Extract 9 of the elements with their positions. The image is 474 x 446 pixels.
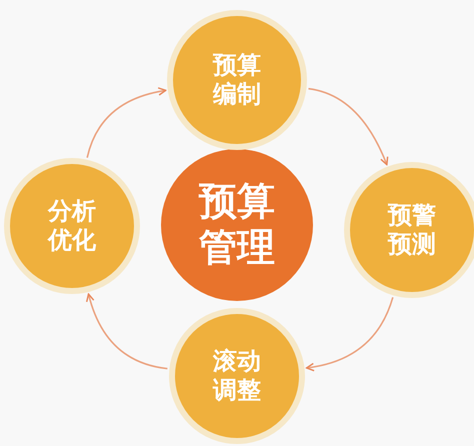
arrow	[86, 87, 166, 158]
circle-label: 预警预测	[388, 201, 436, 259]
arrow	[86, 293, 168, 370]
circle-label: 预算管理	[199, 179, 275, 271]
circle-label: 分析优化	[48, 197, 96, 255]
circle-label: 滚动调整	[213, 347, 261, 405]
circle-label: 预算编制	[213, 51, 261, 109]
arrow	[308, 88, 388, 166]
arrow	[306, 297, 394, 372]
